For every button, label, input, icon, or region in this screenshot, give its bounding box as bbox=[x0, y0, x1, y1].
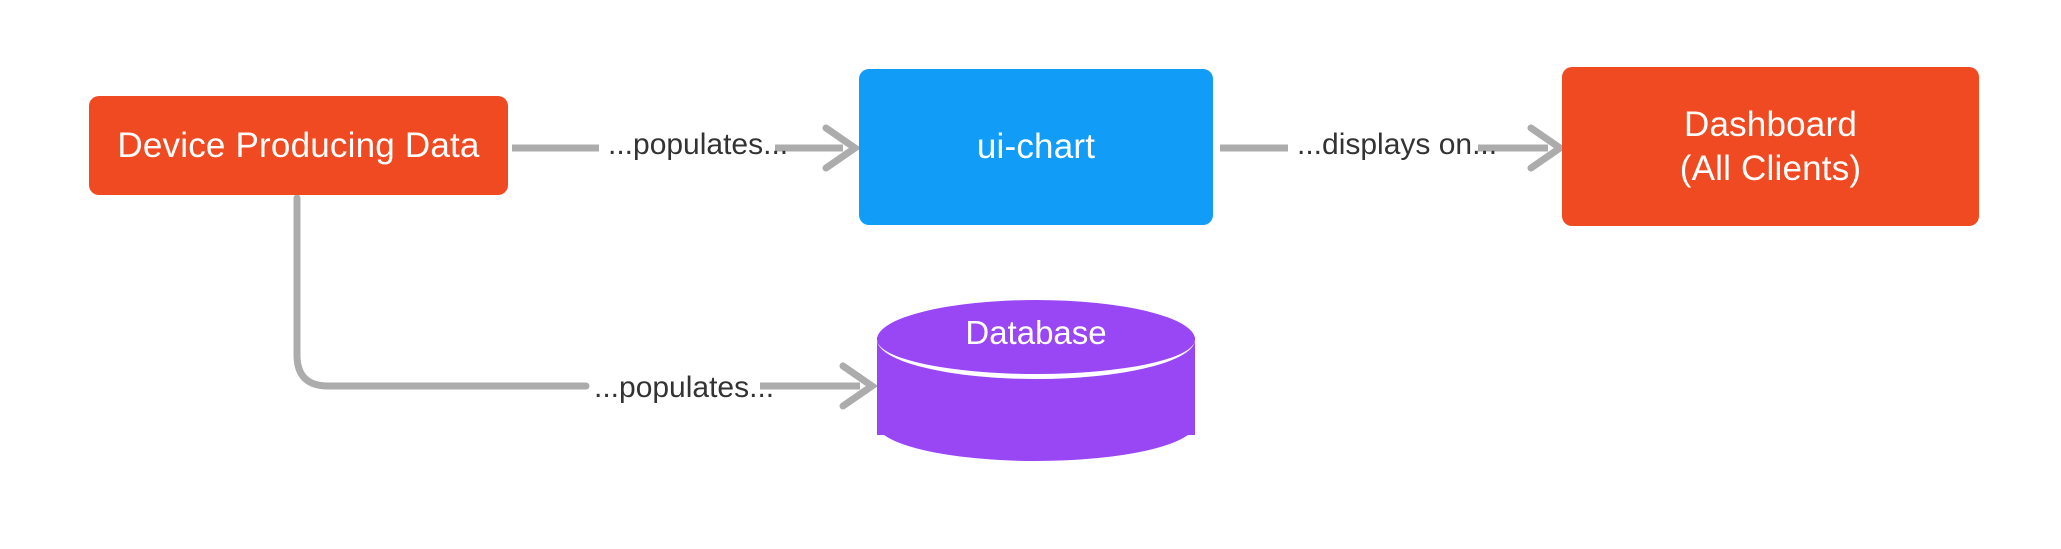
node-dashboard[interactable]: Dashboard (All Clients) bbox=[1562, 67, 1979, 226]
node-database[interactable]: Database bbox=[877, 300, 1195, 472]
edge-label-device-to-uichart: ...populates... bbox=[608, 128, 789, 161]
node-dashboard-label: Dashboard (All Clients) bbox=[1679, 104, 1862, 188]
node-device-producing-data[interactable]: Device Producing Data bbox=[89, 96, 508, 195]
edge-label-device-to-database: ...populates... bbox=[594, 371, 775, 404]
arrowhead-device-to-uichart bbox=[822, 124, 862, 172]
node-ui-chart-label: ui-chart bbox=[976, 127, 1096, 167]
edge-device-to-database-elbow bbox=[293, 194, 590, 390]
arrowhead-uichart-to-dashboard bbox=[1527, 124, 1567, 172]
database-cylinder-top-ellipse bbox=[877, 300, 1195, 379]
node-device-producing-data-label: Device Producing Data bbox=[117, 125, 480, 165]
database-cylinder-bottom-ellipse bbox=[877, 387, 1195, 461]
node-database-label: Database bbox=[965, 314, 1107, 351]
arrowhead-device-to-database bbox=[839, 362, 879, 410]
node-ui-chart[interactable]: ui-chart bbox=[859, 69, 1213, 225]
edge-label-uichart-to-dashboard: ...displays on... bbox=[1297, 128, 1498, 161]
